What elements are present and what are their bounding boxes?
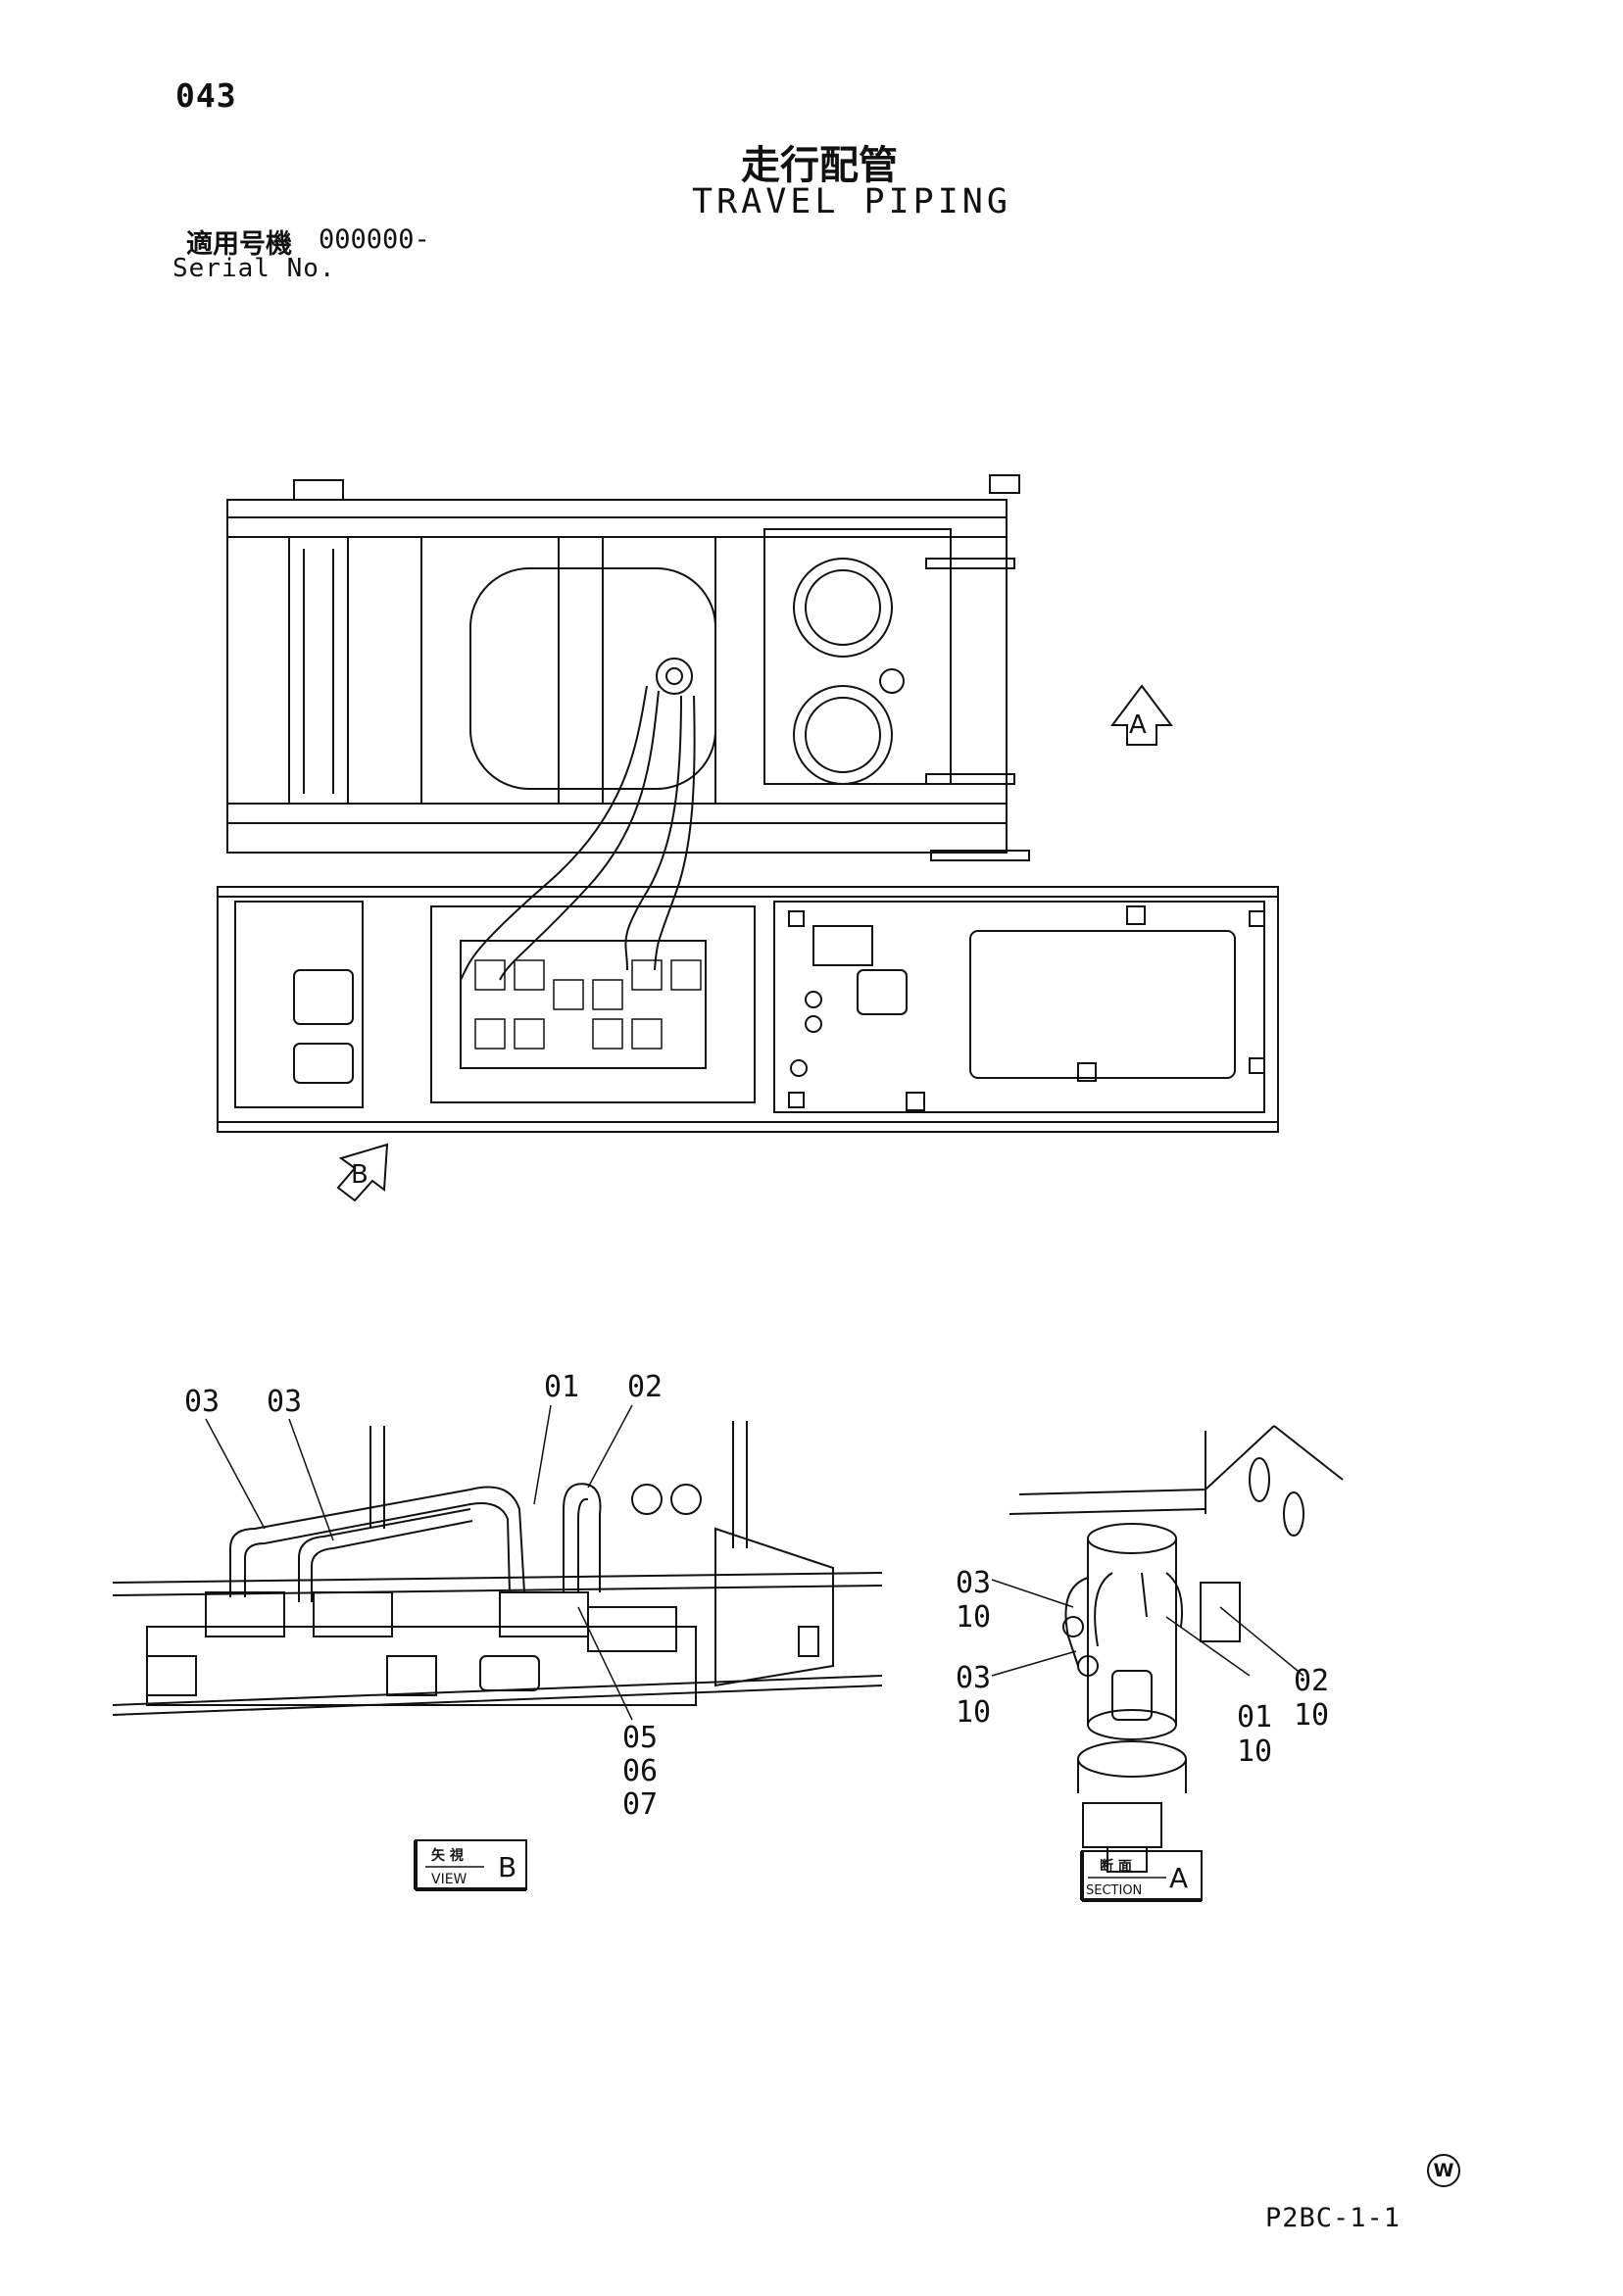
callout-03-a: 03 bbox=[956, 1566, 991, 1600]
callout-01: 01 bbox=[1237, 1700, 1272, 1734]
callout-06: 06 bbox=[622, 1754, 658, 1788]
callout-03-b: 03 bbox=[267, 1385, 302, 1419]
base-frame bbox=[217, 886, 1279, 1133]
view-arrow-a: A bbox=[1110, 684, 1173, 746]
section-a-drawing bbox=[1008, 1425, 1344, 1873]
w-mark-icon: W bbox=[1427, 2154, 1460, 2187]
callout-01: 01 bbox=[544, 1370, 579, 1404]
arrow-a-letter: A bbox=[1129, 710, 1147, 740]
section-a-box-en: SECTION bbox=[1086, 1883, 1142, 1898]
arrow-b-letter: B bbox=[351, 1160, 369, 1190]
view-arrow-b: B bbox=[336, 1143, 389, 1202]
callout-10-c: 10 bbox=[1237, 1734, 1272, 1769]
callout-03-b: 03 bbox=[956, 1661, 991, 1695]
callout-10-d: 10 bbox=[1294, 1698, 1329, 1733]
page-number: 043 bbox=[175, 76, 237, 115]
serial-label-en: Serial No. bbox=[172, 254, 336, 283]
callout-02: 02 bbox=[627, 1370, 663, 1404]
view-b-box-jp: 矢 視 bbox=[431, 1847, 464, 1864]
view-b-box-en: VIEW bbox=[431, 1872, 467, 1887]
serial-value: 000000- bbox=[319, 224, 430, 255]
frame-outline bbox=[226, 499, 1008, 854]
callout-05: 05 bbox=[622, 1721, 658, 1755]
page-title-en: TRAVEL PIPING bbox=[692, 182, 1011, 221]
page-title-jp: 走行配管 bbox=[741, 143, 898, 188]
view-b-drawing bbox=[112, 1421, 883, 1716]
view-b-box-letter: B bbox=[498, 1851, 516, 1883]
callout-07: 07 bbox=[622, 1787, 658, 1822]
callout-02: 02 bbox=[1294, 1664, 1329, 1698]
callout-03-a: 03 bbox=[184, 1385, 220, 1419]
view-b-callouts: 03 03 01 02 05 06 07 bbox=[184, 1370, 663, 1822]
section-a-label-box: 断 面 SECTION A bbox=[1080, 1850, 1203, 1902]
section-a-box-letter: A bbox=[1169, 1862, 1188, 1894]
view-b-label-box: 矢 視 VIEW B bbox=[414, 1839, 527, 1891]
section-a-box-jp: 断 面 bbox=[1100, 1858, 1132, 1875]
drawing-code: P2BC-1-1 bbox=[1265, 2203, 1402, 2233]
callout-10-a: 10 bbox=[956, 1600, 991, 1635]
section-a-callouts: 03 10 03 10 01 10 02 10 bbox=[956, 1566, 1329, 1769]
view-b-leaders bbox=[205, 1404, 633, 1721]
serial-label-jp: 適用号機 bbox=[186, 229, 292, 260]
section-a-leaders bbox=[991, 1579, 1304, 1677]
callout-10-b: 10 bbox=[956, 1695, 991, 1730]
top-frame-view bbox=[217, 474, 1279, 1133]
